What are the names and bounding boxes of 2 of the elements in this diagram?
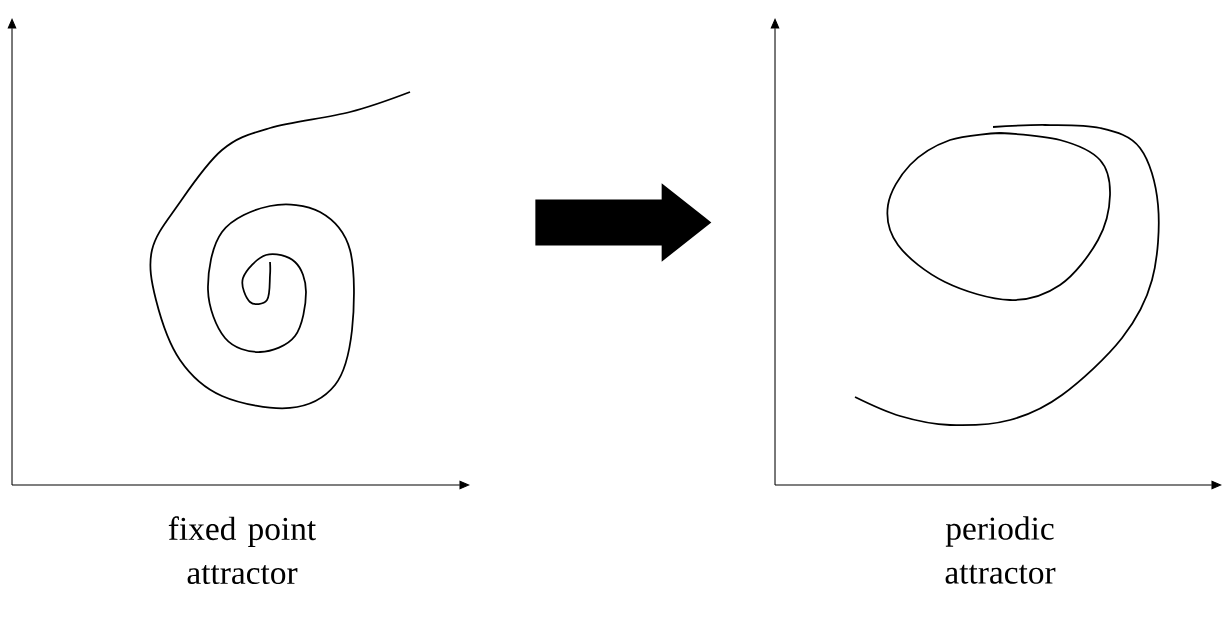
caption-text: periodic attractor bbox=[945, 516, 1056, 584]
caption-text: fixed point attractor bbox=[168, 516, 316, 585]
